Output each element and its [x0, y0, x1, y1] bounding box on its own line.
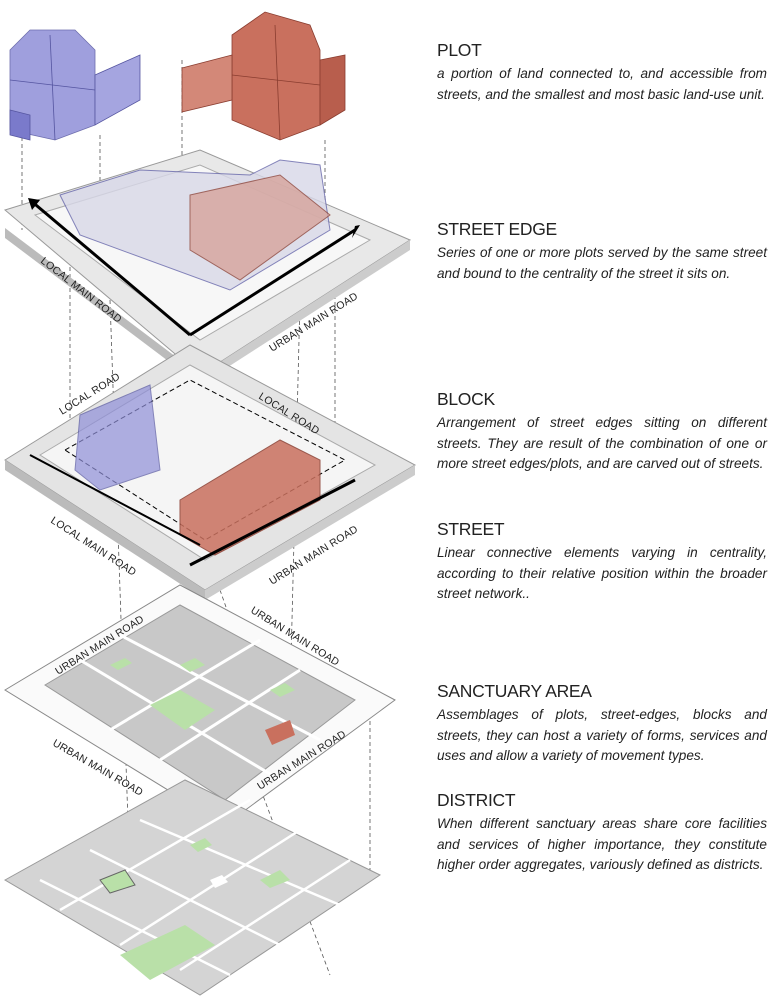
street-edge-layer	[3, 149, 412, 385]
plot-red-building	[181, 11, 346, 141]
section-title: DISTRICT	[437, 790, 516, 810]
section-street-edge: STREET EDGE Series of one or more plots …	[437, 219, 767, 284]
plot-blue-building	[9, 29, 141, 141]
section-text: Linear connective elements varying in ce…	[437, 545, 767, 601]
section-title: SANCTUARY AREA	[437, 681, 592, 701]
section-text: Series of one or more plots served by th…	[437, 245, 767, 281]
section-plot: PLOT a portion of land connected to, and…	[437, 40, 767, 105]
section-title: STREET EDGE	[437, 219, 557, 239]
section-text: Assemblages of plots, street-edges, bloc…	[437, 707, 767, 763]
section-title: PLOT	[437, 40, 482, 60]
section-text: a portion of land connected to, and acce…	[437, 66, 767, 102]
section-block: BLOCK Arrangement of street edges sittin…	[437, 389, 767, 475]
section-title: BLOCK	[437, 389, 495, 409]
urban-layers-diagram: LOCAL MAIN ROAD URBAN MAIN ROAD LOCAL RO…	[3, 11, 417, 996]
section-sanctuary-area: SANCTUARY AREA Assemblages of plots, str…	[437, 681, 767, 767]
section-text: Arrangement of street edges sitting on d…	[437, 415, 767, 471]
district-layer	[3, 779, 382, 996]
section-district: DISTRICT When different sanctuary areas …	[437, 790, 767, 876]
sanctuary-area-layer	[4, 584, 396, 826]
section-text: When different sanctuary areas share cor…	[437, 816, 767, 872]
block-layer	[4, 344, 417, 600]
section-street: STREET Linear connective elements varyin…	[437, 519, 767, 605]
section-title: STREET	[437, 519, 505, 539]
